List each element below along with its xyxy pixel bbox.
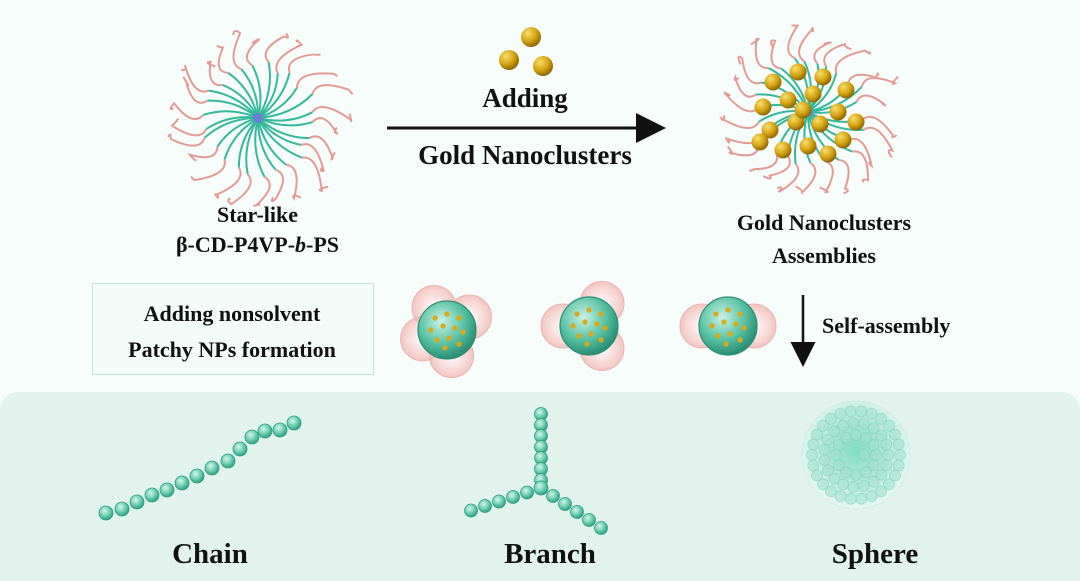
chain-structure (98, 415, 302, 521)
nonsolvent-box (92, 283, 374, 375)
self-assembly-label: Self-assembly (822, 313, 951, 338)
nonsolvent-label: Adding nonsolvent Patchy NPs formation (92, 296, 372, 368)
star-label-line2: β-CD-P4VP-b-PS (150, 230, 365, 260)
star-like-polymer-icon (167, 29, 354, 207)
chain-label: Chain (172, 538, 248, 570)
branch-structure (464, 407, 608, 535)
star-label-part-c: -PS (306, 232, 340, 257)
gold-nanocluster-assembly-icon (719, 24, 899, 195)
star-label-line1: Star-like (216, 202, 299, 227)
star-label-part-b: b (295, 232, 307, 257)
assembly-label-line2: Assemblies (772, 243, 876, 268)
assembly-label: Gold Nanoclusters Assemblies (700, 206, 948, 272)
box-line2: Patchy NPs formation (128, 337, 336, 362)
gold-nanoclusters-icon (499, 27, 553, 76)
star-like-label: Star-like β-CD-P4VP-b-PS (150, 200, 365, 260)
box-line1: Adding nonsolvent (143, 301, 321, 326)
patchy-np-3 (679, 296, 777, 356)
patchy-np-1 (400, 284, 493, 379)
sphere-structure (801, 400, 911, 510)
branch-label: Branch (504, 538, 596, 570)
star-label-part-a: β-CD-P4VP- (175, 232, 296, 257)
assembly-label-line1: Gold Nanoclusters (736, 210, 912, 235)
sphere-label: Sphere (831, 538, 919, 570)
arrow-label-bottom: Gold Nanoclusters (418, 140, 632, 170)
arrow-label-top: Adding (482, 83, 568, 113)
patchy-np-2 (540, 280, 625, 372)
